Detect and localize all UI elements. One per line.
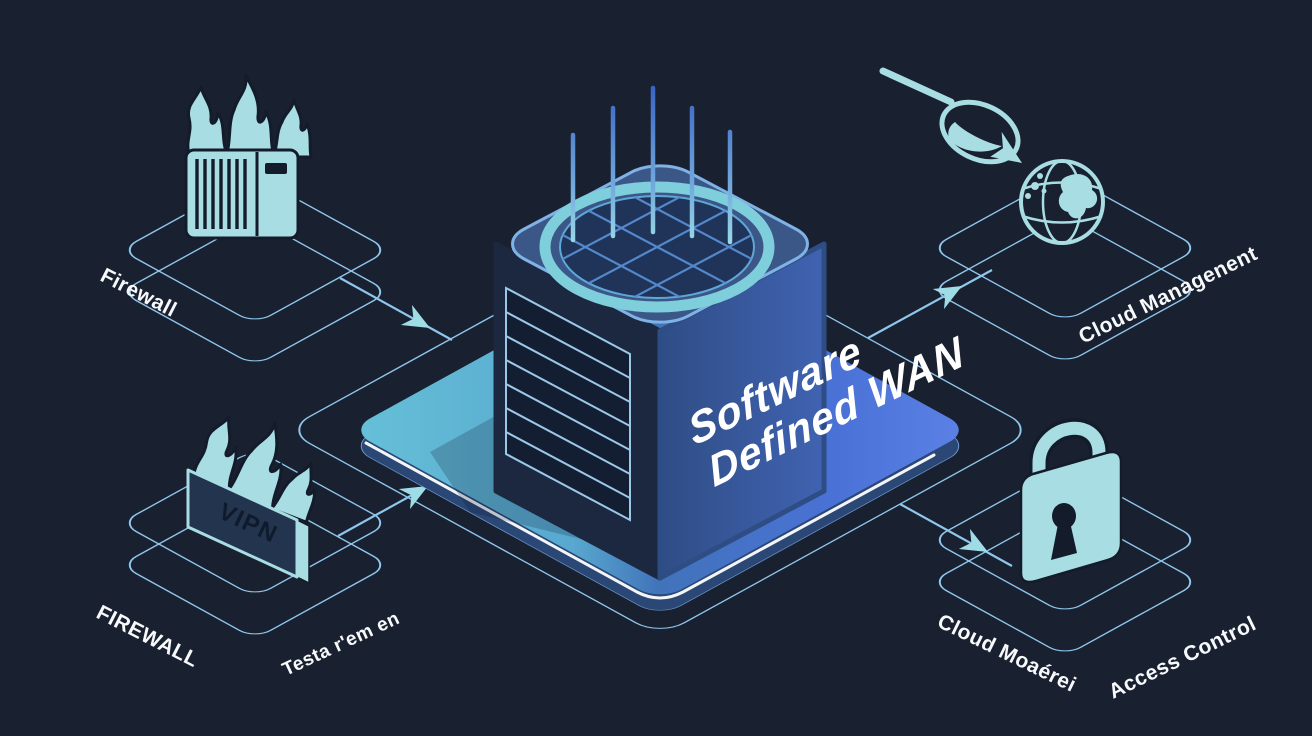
cube-top-mesh-grid [560, 196, 754, 298]
center-platform [348, 258, 972, 618]
server-slats [195, 159, 247, 229]
connector-firewall-to-center [339, 277, 453, 341]
cube-vent-grille [505, 286, 631, 522]
cube-shadow [430, 415, 585, 540]
magnifier-handle [879, 67, 955, 106]
padlock-icon [1019, 418, 1123, 584]
antenna-lines-icon [570, 85, 733, 245]
vpn-panel-flames-icon: VIPN [186, 401, 338, 585]
sdwan-cube-icon [493, 85, 827, 581]
lock-shackle [1032, 421, 1106, 503]
connector-center-to-cloud [867, 269, 993, 339]
connectors [337, 269, 1013, 567]
cube-top-ring [539, 181, 775, 313]
panel-edge [296, 518, 310, 585]
lens-glint [948, 122, 1002, 152]
platform-edge-highlight [364, 441, 936, 600]
keyhole-slot [1051, 522, 1077, 560]
firewall-server-flames-icon [184, 74, 313, 240]
panel-front [186, 468, 299, 579]
connector-center-to-access [899, 503, 1013, 567]
magnifier-arrowhead-icon [990, 131, 1022, 163]
globe-magnifier-arrow-icon [879, 67, 1105, 245]
globe-icon [1019, 159, 1105, 245]
server-slot [265, 163, 287, 174]
